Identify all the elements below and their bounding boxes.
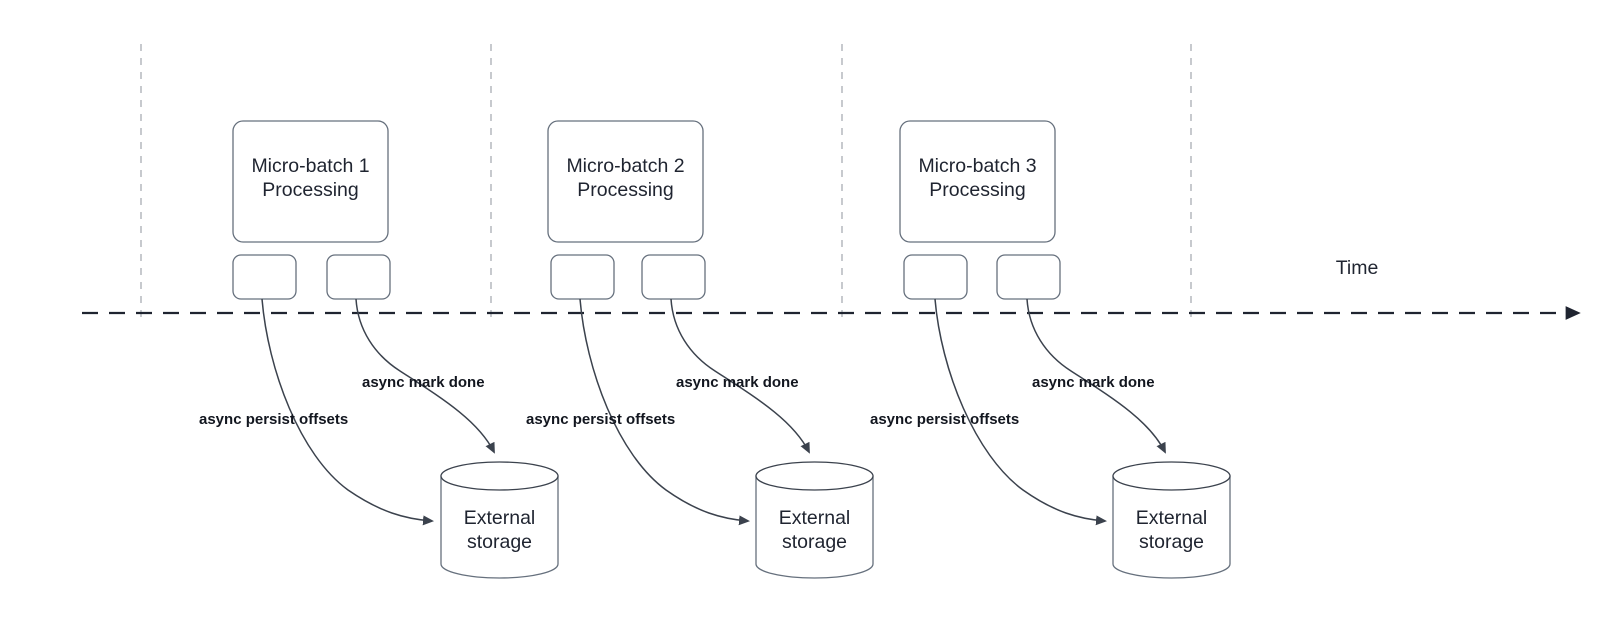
- micro-batch-box-3[interactable]: [899, 120, 1056, 243]
- task-box-task-3a[interactable]: [903, 254, 968, 300]
- micro-batch-box-label-line2-2: Processing: [577, 179, 673, 201]
- edge-label-mark-done-1: async mark done: [362, 374, 485, 391]
- external-storage-cylinder-body-3[interactable]: [1112, 475, 1231, 579]
- micro-batch-box-label-line1-3: Micro-batch 3: [918, 155, 1036, 177]
- edge-mark-done-3: [1026, 298, 1166, 454]
- micro-batch-box-label-line1-2: Micro-batch 2: [566, 155, 684, 177]
- task-box-task-1a[interactable]: [232, 254, 297, 300]
- time-axis-label-layer: Time: [1336, 257, 1379, 279]
- task-box-task-1b[interactable]: [326, 254, 391, 300]
- external-storage-cylinder-top-1: [440, 461, 559, 491]
- micro-batch-box-label-line2-3: Processing: [929, 179, 1025, 201]
- edge-persist-offsets-2: [579, 298, 750, 526]
- edge-persist-offsets-3: [934, 298, 1107, 526]
- task-box-task-2b[interactable]: [641, 254, 706, 300]
- micro-batch-groups: Micro-batch 1ProcessingExternalstorageas…: [199, 120, 1231, 579]
- micro-batch-box-label-line1-1: Micro-batch 1: [251, 155, 369, 177]
- edge-mark-done-2: [670, 298, 810, 454]
- external-storage-label-line2-1: storage: [467, 531, 532, 553]
- edge-label-persist-offsets-3: async persist offsets: [870, 411, 1019, 428]
- edge-label-mark-done-2: async mark done: [676, 374, 799, 391]
- micro-batch-box-label-line2-1: Processing: [262, 179, 358, 201]
- micro-batch-box-2[interactable]: [547, 120, 704, 243]
- edge-label-persist-offsets-2: async persist offsets: [526, 411, 675, 428]
- external-storage-label-line1-3: External: [1136, 507, 1208, 529]
- micro-batch-box-1[interactable]: [232, 120, 389, 243]
- external-storage-label-line2-3: storage: [1139, 531, 1204, 553]
- edge-label-mark-done-3: async mark done: [1032, 374, 1155, 391]
- timeline-separators: [140, 44, 1192, 321]
- external-storage-label-line1-2: External: [779, 507, 851, 529]
- external-storage-cylinder-top-3: [1112, 461, 1231, 491]
- edge-persist-offsets-1: [261, 298, 434, 526]
- time-axis-label: Time: [1336, 257, 1379, 279]
- external-storage-label-line1-1: External: [464, 507, 536, 529]
- edge-label-persist-offsets-1: async persist offsets: [199, 411, 348, 428]
- task-box-task-3b[interactable]: [996, 254, 1061, 300]
- external-storage-label-line2-2: storage: [782, 531, 847, 553]
- edge-mark-done-1: [355, 298, 495, 454]
- external-storage-cylinder-top-2: [755, 461, 874, 491]
- task-box-task-2a[interactable]: [550, 254, 615, 300]
- external-storage-cylinder-body-2[interactable]: [755, 475, 874, 579]
- external-storage-cylinder-body-1[interactable]: [440, 475, 559, 579]
